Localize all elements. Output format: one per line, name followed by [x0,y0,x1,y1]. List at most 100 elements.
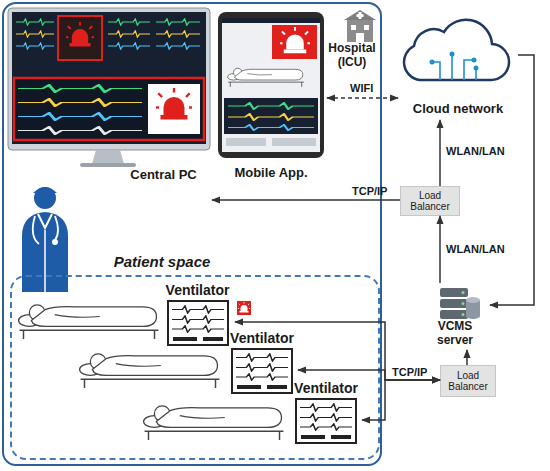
mobile-tablet [218,12,324,158]
connector-label: TCP/IP [392,366,427,378]
connector-arrow [490,55,534,305]
node-label: Hospital (ICU) [324,42,380,70]
cloud-icon [451,54,453,80]
ventilator-screens [238,302,250,313]
central-monitor [16,31,54,37]
central-monitor [108,19,150,25]
mobile-tablet [218,12,324,158]
mobile-tablet [228,125,314,131]
server-icon [462,313,465,316]
ventilator-screens [168,301,356,443]
cloud-icon [450,52,455,57]
doctor-figure [38,214,52,228]
cloud-icon [474,66,479,71]
ventilator-screens [296,399,356,443]
central-monitor [16,19,54,25]
hospital-icon [356,33,364,42]
connector-arrow [327,97,398,99]
central-monitor [18,127,142,134]
cloud-icon [464,60,474,80]
central-monitor [156,88,192,120]
patient-beds [80,354,220,388]
node-label: Ventilator [166,282,230,298]
central-monitor [92,150,124,164]
central-monitor [148,84,200,134]
patient-space: VentilatorVentilatorVentilatorPatient sp… [10,275,380,460]
node-label: Load Balancer [441,370,495,392]
server-icon [466,297,480,303]
node-label: Patient space [107,253,217,270]
connector-arrow [439,120,441,186]
server-icon [440,310,468,319]
central-monitor [18,99,142,106]
connector-arrow [466,350,468,365]
node-label: Mobile App. [234,166,307,181]
ventilator-screens [237,301,251,315]
hospital-icon [344,10,376,20]
mobile-tablet [272,25,317,59]
central-monitor [8,8,210,167]
connector-label: WIFI [350,82,373,94]
cloud-icon [430,52,479,71]
cloud-icon [432,62,440,80]
connector-arrow [298,370,440,380]
node-label: VCMS server [420,320,490,348]
doctor-figure [34,187,56,209]
ventilator: Ventilator [160,282,235,350]
mobile-app: Mobile App. [215,8,327,185]
central-monitor [14,78,204,140]
central-monitor [156,31,200,37]
server-icon [462,302,465,305]
server-icon [440,299,468,308]
connector-arrow [235,322,440,380]
mobile-tablet [228,68,304,87]
mobile-tablet [226,138,266,146]
mobile-tablet [228,103,314,109]
ventilator-screens [232,349,292,393]
doctor-figure [44,230,46,292]
hospital-icon [344,10,376,42]
doctor-figure [33,187,57,193]
ventilator-screens [168,301,228,345]
node-label: Cloud network [413,102,503,117]
cloud-icon [430,60,435,65]
central-monitor [16,43,54,49]
central-monitor [108,43,150,49]
node-label: Ventilator [230,330,294,346]
central-monitor [12,12,206,144]
hospital-area: Central PCMobile App.VentilatorVentilato… [2,2,382,466]
connector-label: WLAN/LAN [446,145,505,157]
central-monitor [156,43,200,49]
connector-label: TCP/IP [352,185,387,197]
cloud-icon [404,20,509,80]
connector-arrow [439,216,441,283]
doctor-figure [22,212,68,292]
ventilator: Ventilator [290,380,362,446]
node-label: Ventilator [294,380,358,396]
mobile-tablet [222,18,320,152]
server-icon [462,291,465,294]
cloud-icon [432,54,476,80]
central-monitor [18,113,142,120]
connector-label: WLAN/LAN [446,243,505,255]
mobile-tablet [222,18,320,23]
load-balancer: Load Balancer [400,186,460,216]
central-monitor [8,8,210,150]
patient-beds [144,406,284,440]
hospital-icon [347,20,373,42]
patient-beds [19,305,159,339]
connector-arrow [362,380,440,420]
ventilator: Ventilator [226,330,298,396]
central-monitor [66,22,94,47]
server-icon [440,288,480,319]
hospital-icon [357,14,364,17]
hospital-icon [364,25,369,30]
central-pc: Central PC [5,5,212,205]
server-icon [440,288,468,297]
load-balancer: Load Balancer [440,365,496,397]
mobile-tablet [228,114,314,120]
connector-arrow [212,199,400,201]
hospital-icon [351,25,356,30]
